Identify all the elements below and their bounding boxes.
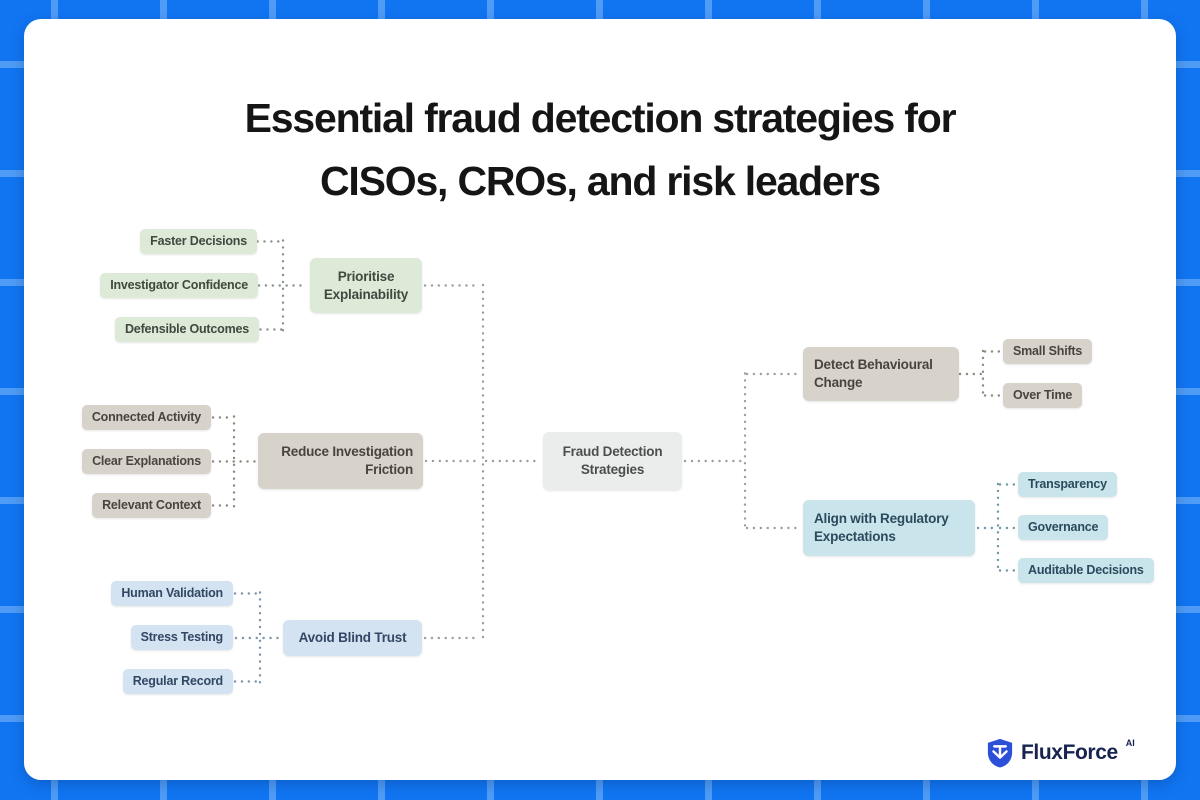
node-auditable-decisions: Auditable Decisions — [1018, 558, 1154, 583]
brand-name: FluxForce — [1021, 741, 1118, 764]
title-line-2: CISOs, CROs, and risk leaders — [320, 158, 881, 205]
page-title: Essential fraud detection strategies for… — [0, 87, 1200, 213]
node-align-regulatory-expectations: Align with Regulatory Expectations — [803, 500, 975, 556]
node-transparency: Transparency — [1018, 472, 1117, 497]
title-line-1: Essential fraud detection strategies for — [244, 95, 957, 142]
node-clear-explanations: Clear Explanations — [82, 449, 211, 474]
brand-logo: FluxForce AI — [986, 736, 1135, 770]
brand-suffix: AI — [1125, 738, 1135, 748]
node-small-shifts: Small Shifts — [1003, 339, 1093, 364]
node-stress-testing: Stress Testing — [130, 625, 233, 650]
node-governance: Governance — [1018, 515, 1109, 540]
node-detect-behavioural-change: Detect Behavioural Change — [803, 347, 959, 401]
node-relevant-context: Relevant Context — [92, 493, 211, 518]
node-avoid-blind-trust: Avoid Blind Trust — [283, 620, 422, 656]
node-defensible-outcomes: Defensible Outcomes — [114, 317, 259, 342]
node-human-validation: Human Validation — [111, 581, 233, 606]
node-over-time: Over Time — [1003, 383, 1083, 408]
node-regular-record: Regular Record — [122, 669, 233, 694]
node-reduce-investigation-friction: Reduce Investigation Friction — [258, 433, 423, 489]
node-fraud-detection-strategies: Fraud Detection Strategies — [543, 432, 682, 490]
fluxforce-shield-icon — [987, 738, 1013, 768]
node-faster-decisions: Faster Decisions — [140, 229, 257, 254]
node-investigator-confidence: Investigator Confidence — [100, 273, 258, 298]
card — [24, 19, 1176, 780]
node-prioritise-explainability: Prioritise Explainability — [310, 258, 422, 313]
node-connected-activity: Connected Activity — [81, 405, 211, 430]
